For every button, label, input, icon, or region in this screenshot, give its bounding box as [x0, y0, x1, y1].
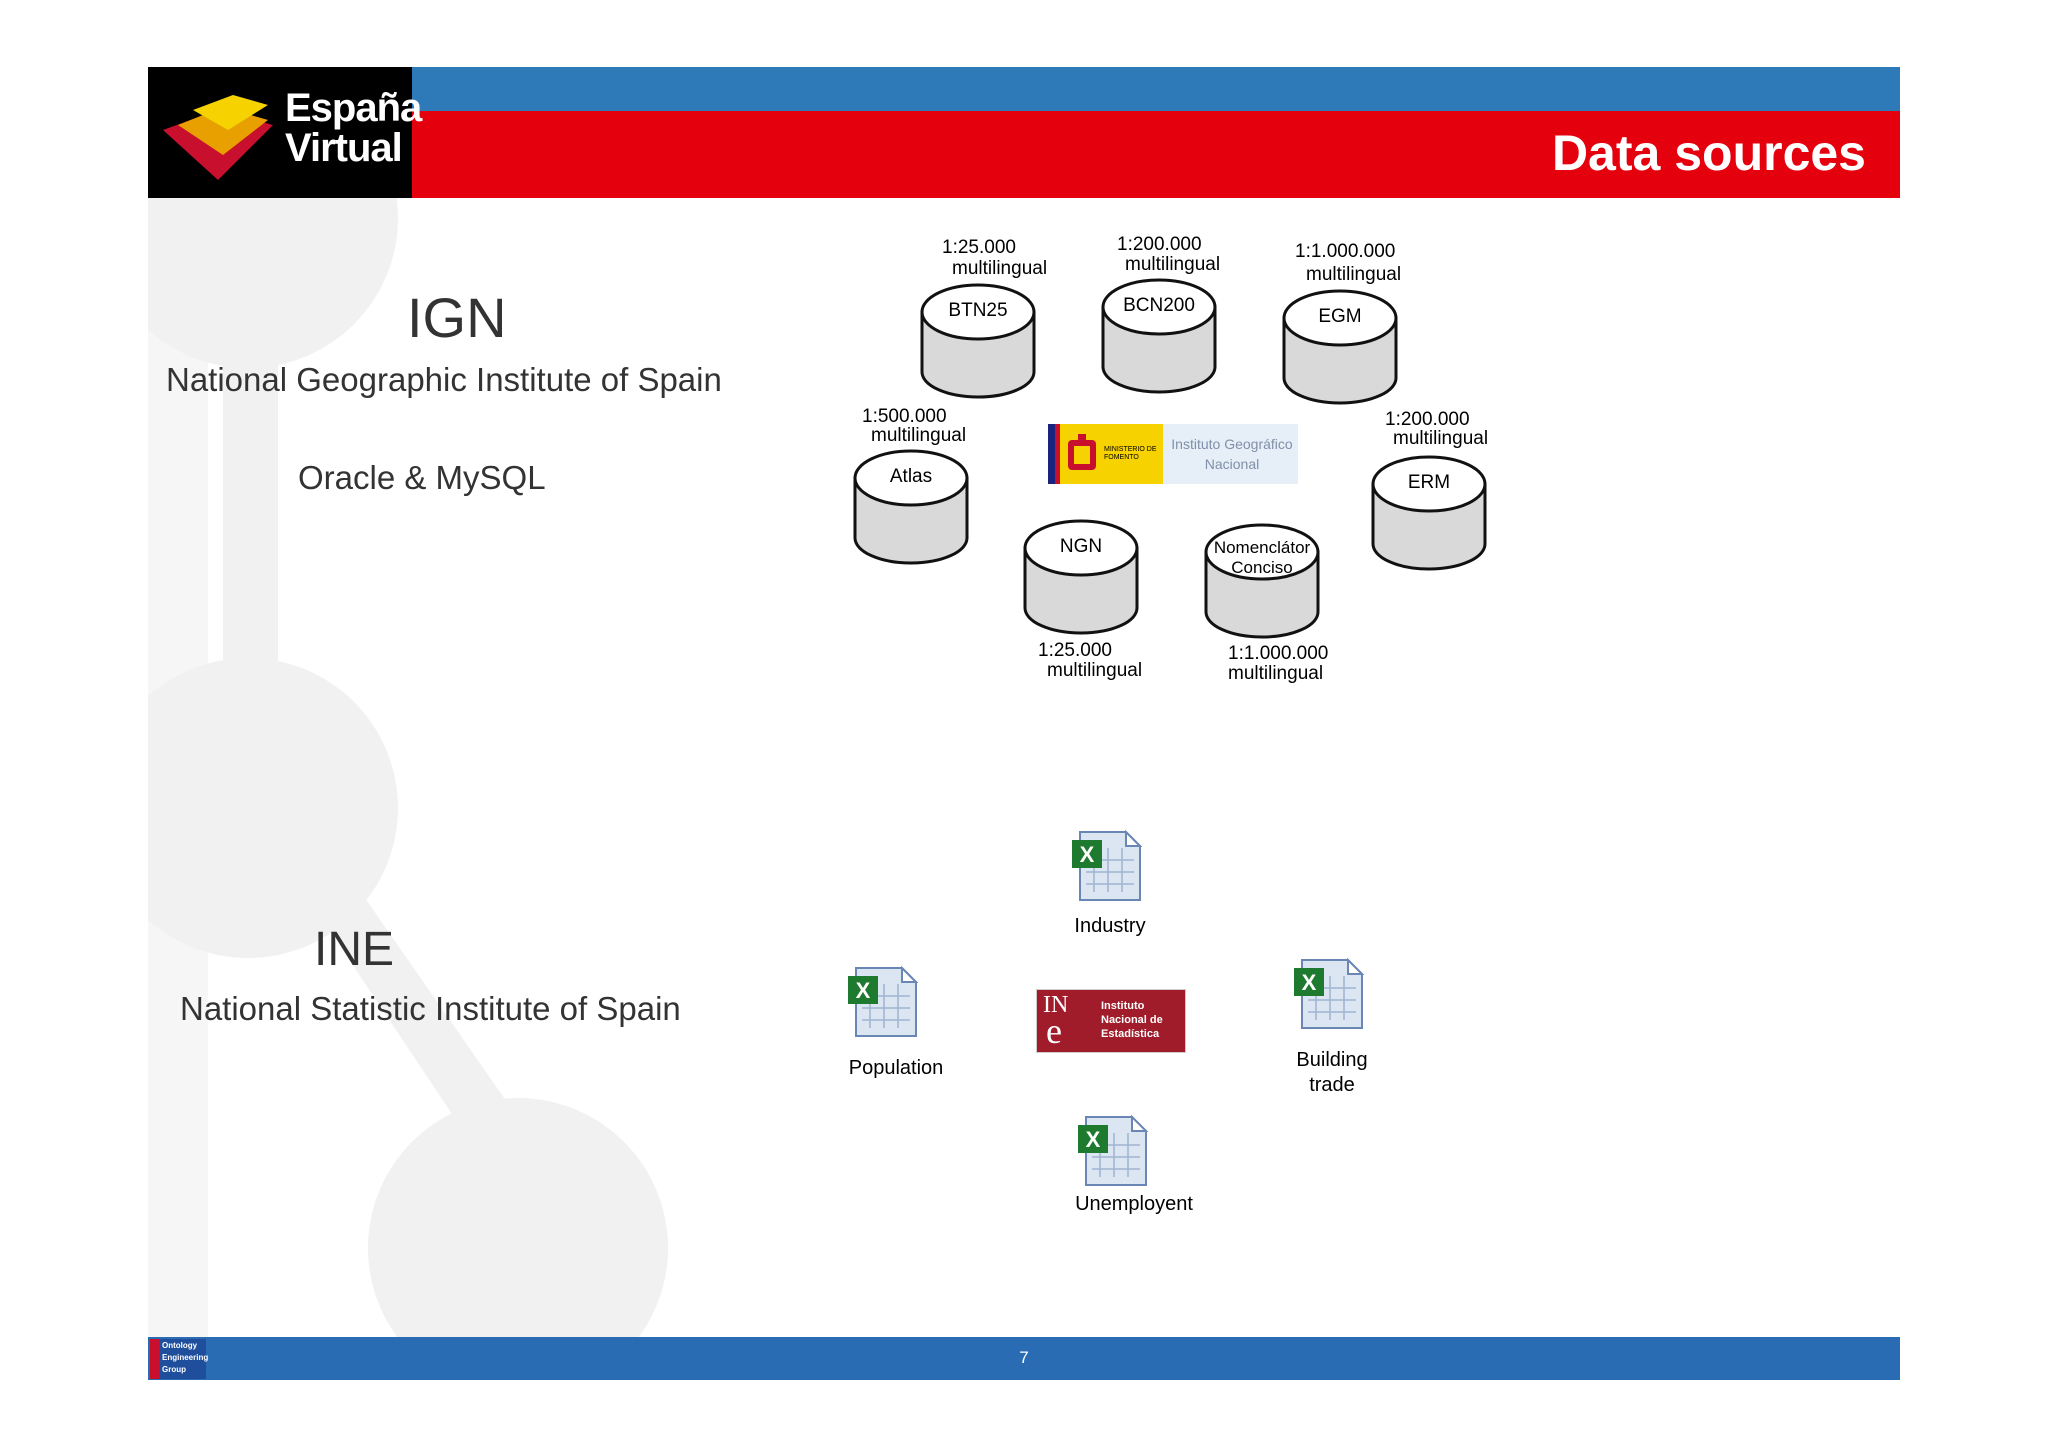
dataset-note: multilingual [1393, 428, 1489, 449]
footer-bar [148, 1337, 1900, 1380]
database-label: NGN [1059, 536, 1103, 557]
dataset-scale: 1:200.000 [1117, 234, 1202, 255]
file-label-population: Population [848, 1057, 944, 1079]
ine-mark-bottom: e [1046, 1011, 1062, 1051]
database-atlas: Atlas [852, 448, 970, 568]
database-egm: EGM [1281, 288, 1399, 408]
file-label-industry: Industry [1074, 915, 1146, 937]
espana-virtual-logo [148, 67, 412, 198]
database-label: EGM [1318, 306, 1362, 327]
ign-databases-tech: Oracle & MySQL [298, 459, 546, 496]
page-number: 7 [1019, 1348, 1029, 1367]
ministry-block: MINISTERIO DE FOMENTO [1048, 424, 1163, 484]
database-btn25: BTN25 [919, 282, 1037, 402]
database-label: Nomenclátor Conciso [1213, 538, 1311, 577]
ine-acronym: INE [314, 923, 395, 976]
database-bcn200: BCN200 [1100, 277, 1218, 397]
svg-text:X: X [856, 978, 871, 1003]
dataset-scale: 1:25.000 [942, 237, 1016, 258]
excel-icon: X [1078, 1114, 1150, 1187]
svg-text:X: X [1080, 842, 1095, 867]
background-watermark [148, 198, 668, 1337]
header-top-band [148, 67, 1900, 111]
dataset-note: multilingual [1125, 254, 1221, 275]
logo-mark-icon [163, 95, 273, 180]
ine-mark: IN e [1037, 990, 1083, 1052]
database-label: BTN25 [948, 300, 1008, 321]
ine-full-name: National Statistic Institute of Spain [180, 990, 681, 1027]
svg-text:X: X [1086, 1127, 1101, 1152]
database-label: ERM [1407, 472, 1451, 493]
excel-icon: X [1072, 829, 1144, 902]
dataset-note: multilingual [871, 425, 967, 446]
file-label-unemployent: Unemployent [1075, 1193, 1193, 1215]
file-label-building-trade: Building trade [1296, 1049, 1368, 1096]
dataset-note: multilingual [952, 258, 1048, 279]
dataset-note: multilingual [1228, 663, 1324, 684]
svg-text:X: X [1302, 970, 1317, 995]
oeg-logo: Ontology Engineering Group [150, 1339, 209, 1379]
ine-mark-top: IN [1043, 992, 1069, 1018]
ine-logo: IN e Instituto Nacional de Estadística [1036, 989, 1186, 1053]
database-nomenclator-conciso: Nomenclátor Conciso [1203, 522, 1321, 642]
ign-acronym: IGN [407, 286, 507, 349]
dataset-scale: 1:1.000.000 [1228, 643, 1329, 664]
excel-icon: X [848, 965, 920, 1038]
database-erm: ERM [1370, 454, 1488, 574]
dataset-scale: 1:500.000 [862, 406, 947, 427]
dataset-scale: 1:1.000.000 [1295, 241, 1396, 262]
ign-full-name: National Geographic Institute of Spain [166, 361, 722, 398]
logo-wordmark: España Virtual [285, 86, 422, 170]
header-title-band [148, 111, 1900, 198]
ine-logo-text: Instituto Nacional de Estadística [1083, 990, 1185, 1052]
database-label: Atlas [889, 466, 933, 487]
dataset-note: multilingual [1047, 660, 1143, 681]
coat-of-arms-icon [1068, 434, 1096, 470]
database-label: BCN200 [1123, 295, 1195, 316]
ign-logo: MINISTERIO DE FOMENTO Instituto Geográfi… [1048, 424, 1298, 484]
database-ngn: NGN [1022, 518, 1140, 638]
oeg-logo-text: Ontology Engineering Group [162, 1341, 209, 1374]
dataset-scale: 1:200.000 [1385, 409, 1470, 430]
page-title: Data sources [1551, 125, 1866, 181]
ministry-label: MINISTERIO DE FOMENTO [1104, 446, 1157, 461]
institute-label: Instituto Geográfico Nacional [1171, 436, 1293, 472]
dataset-scale: 1:25.000 [1038, 640, 1112, 661]
excel-icon: X [1294, 957, 1366, 1030]
dataset-note: multilingual [1306, 264, 1402, 285]
